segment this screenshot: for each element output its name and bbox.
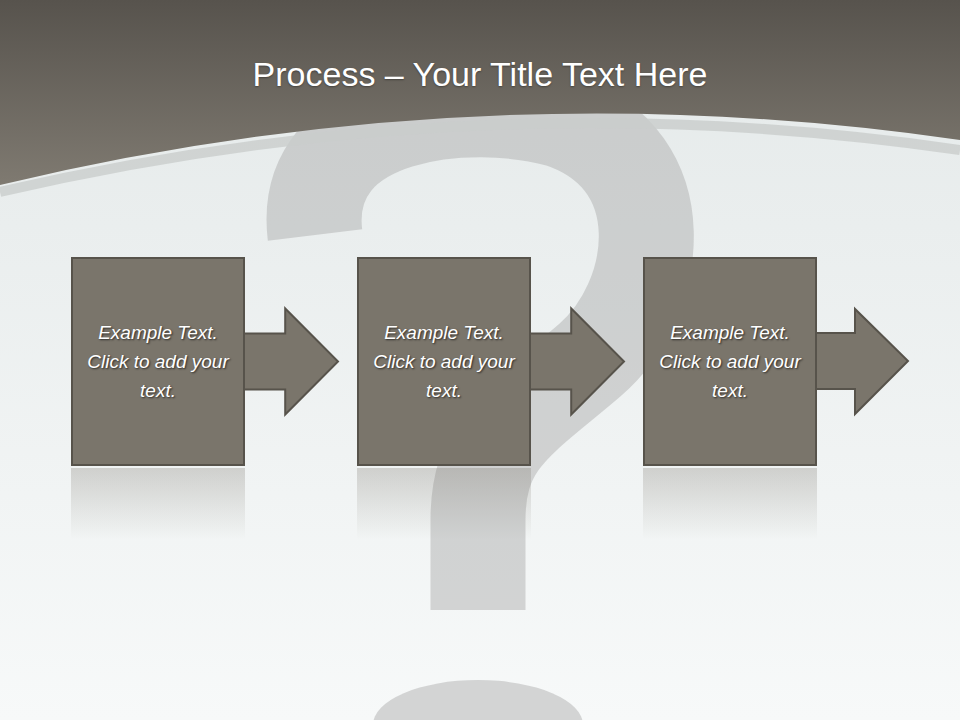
header-arc — [0, 123, 960, 192]
box-text: Example Text. Click to add your text. — [85, 318, 231, 405]
process-box: Example Text. Click to add your text. — [643, 257, 817, 466]
process-box: Example Text. Click to add your text. — [357, 257, 531, 466]
reflection — [643, 468, 817, 540]
box-text: Example Text. Click to add your text. — [371, 318, 517, 405]
reflection — [357, 468, 531, 540]
box-text: Example Text. Click to add your text. — [657, 318, 803, 405]
block-arrow — [242, 309, 338, 415]
arrow-shape — [242, 309, 338, 415]
arrow-shape — [528, 309, 624, 415]
process-box: Example Text. Click to add your text. — [71, 257, 245, 466]
question-mark — [314, 110, 646, 720]
block-arrow — [813, 309, 908, 414]
reflection — [71, 468, 245, 540]
slide-title: Process – Your Title Text Here — [0, 52, 960, 96]
block-arrow — [528, 309, 624, 415]
header-band — [0, 0, 960, 185]
